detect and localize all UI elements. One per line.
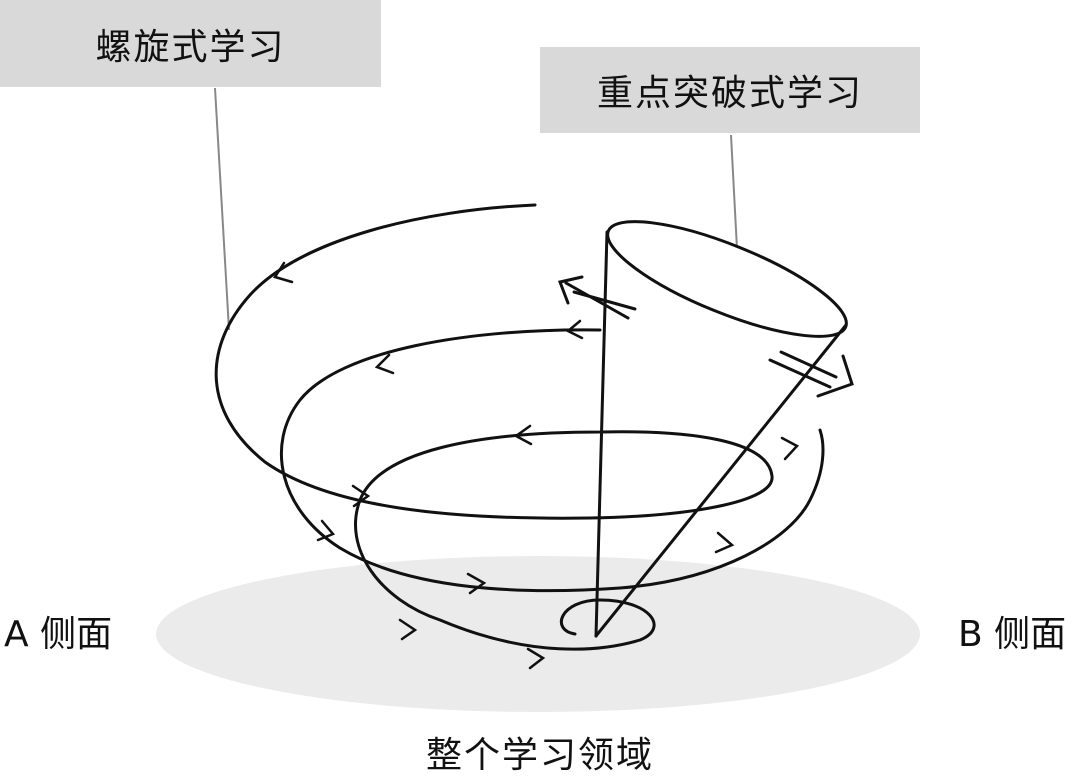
side-b-label: B 侧面 bbox=[958, 614, 1067, 655]
spiral-learning-text: 螺旋式学习 bbox=[95, 26, 286, 68]
cone-expansion-arrows bbox=[557, 275, 854, 398]
whole-area-caption: 整个学习领域 bbox=[425, 735, 654, 776]
spiral-path bbox=[214, 203, 825, 651]
focused-learning-text: 重点突破式学习 bbox=[596, 73, 863, 114]
side-a-label: A 侧面 bbox=[4, 614, 113, 655]
spiral-arrowheads bbox=[273, 261, 800, 670]
spiral-learning-label: 螺旋式学习 bbox=[0, 0, 381, 87]
cone-top-ellipse bbox=[606, 220, 848, 338]
focused-learning-label: 重点突破式学习 bbox=[540, 47, 920, 133]
whole-area-ellipse bbox=[156, 556, 920, 712]
spiral-label-leader bbox=[214, 87, 230, 331]
